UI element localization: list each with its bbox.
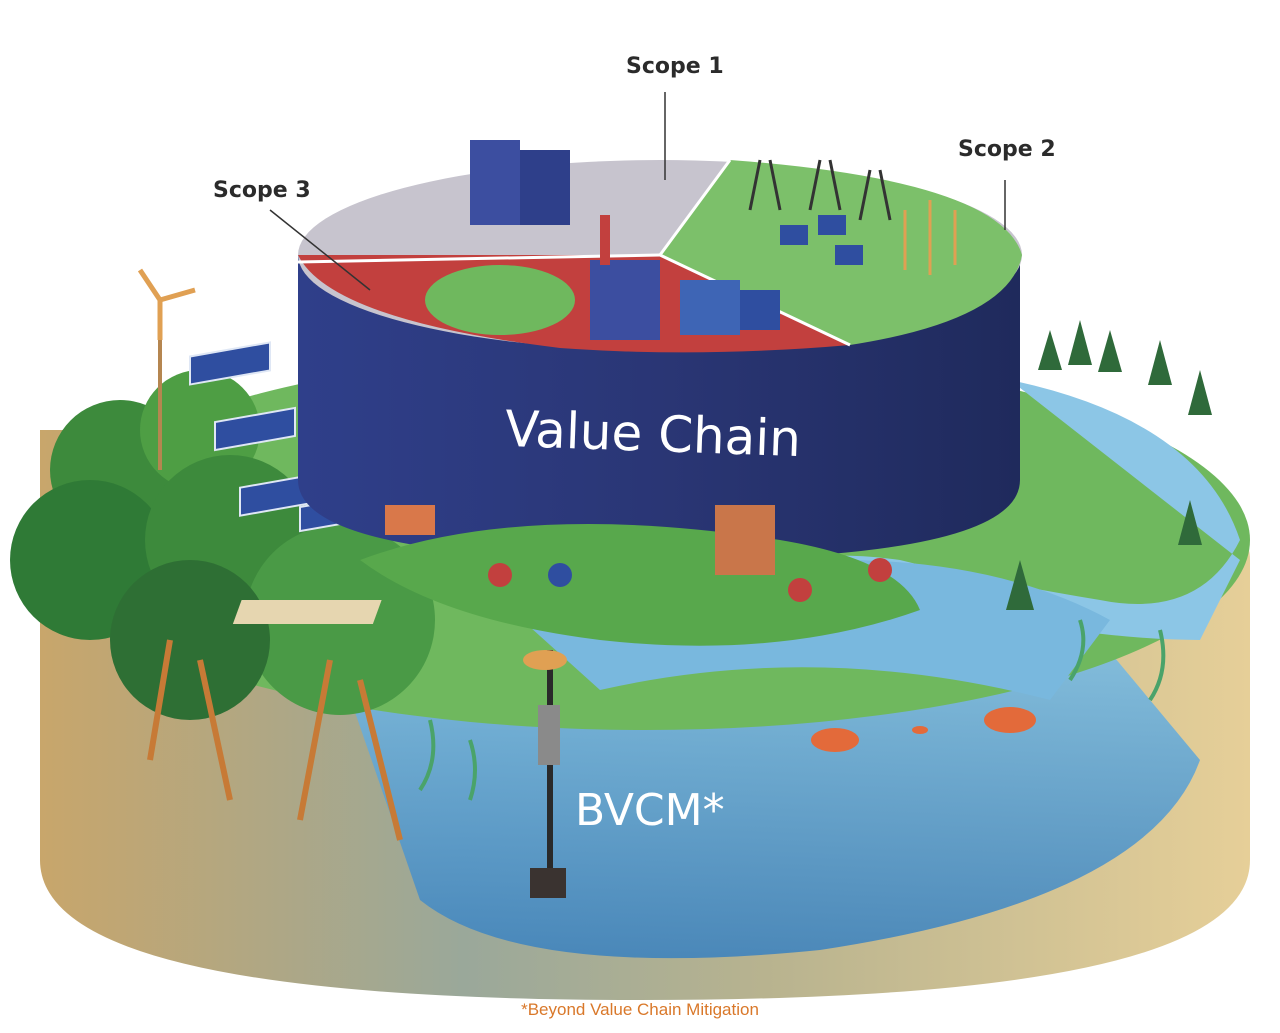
value-chain-title: Value Chain bbox=[504, 399, 802, 469]
bvcm-title: BVCM* bbox=[575, 785, 725, 836]
farm-area bbox=[232, 505, 920, 646]
scope-1-label: Scope 1 bbox=[626, 54, 724, 79]
scope-2-label: Scope 2 bbox=[958, 137, 1056, 162]
scope-3-label: Scope 3 bbox=[213, 178, 311, 203]
underwater-life bbox=[418, 619, 1166, 898]
footnote: *Beyond Value Chain Mitigation bbox=[521, 1000, 759, 1019]
value-chain-cylinder bbox=[297, 140, 1022, 560]
scope-leader-lines bbox=[269, 92, 1006, 291]
